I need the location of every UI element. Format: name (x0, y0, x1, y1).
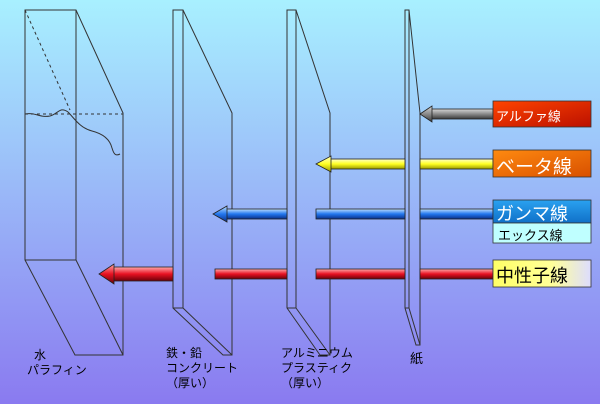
aluminium-plastic-slab (286, 9, 331, 356)
iron-concrete-slab (172, 9, 233, 356)
water-surface-line (24, 109, 121, 156)
beta-label: ベータ線 (496, 156, 573, 178)
water-paraffin-block (24, 9, 124, 356)
alpha-label-box (492, 100, 592, 128)
neutron-arrow (98, 263, 494, 285)
paper-sheet (404, 9, 421, 346)
concrete-thick-label: （厚い） (166, 376, 215, 390)
paraffin-label: パラフィン (27, 363, 87, 377)
alpha-label: アルファ線 (496, 110, 561, 125)
gamma-label: ガンマ線 (496, 204, 568, 225)
concrete-label: コンクリート (166, 361, 239, 375)
paper-label: 紙 (410, 352, 424, 367)
water-label: 水 (34, 348, 47, 362)
neutron-label-box (492, 259, 592, 288)
plastic-thick-label: （厚い） (281, 376, 330, 390)
xray-label: エックス線 (498, 229, 563, 244)
neutron-label: 中性子線 (496, 266, 568, 287)
iron-lead-label: 鉄・鉛 (166, 346, 203, 360)
gamma-arrow (212, 205, 494, 223)
xray-label-box (492, 222, 592, 244)
plastic-label: プラスティク (281, 361, 353, 375)
beta-label-box (492, 149, 592, 178)
aluminium-label: アルミニウム (281, 346, 353, 360)
